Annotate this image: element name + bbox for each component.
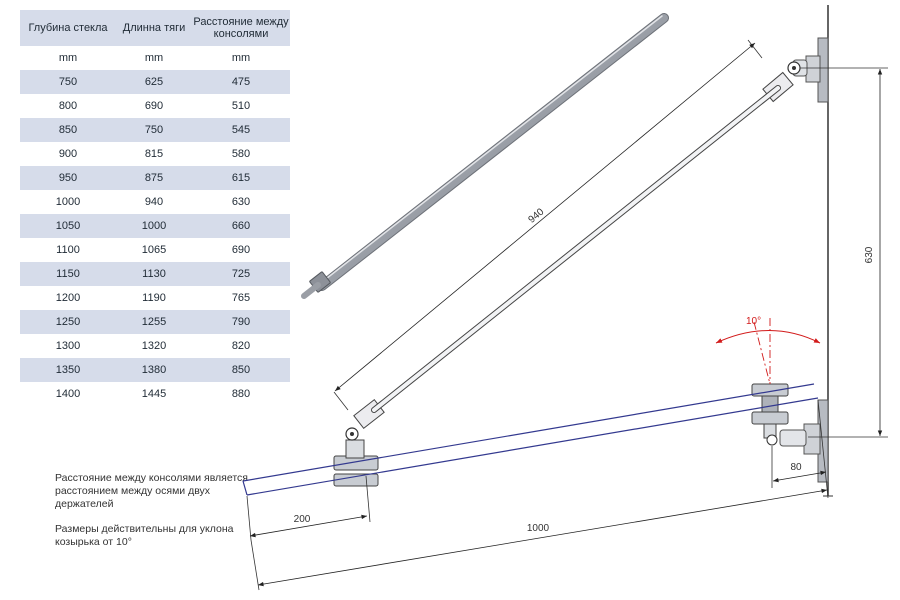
table-cell: 765 bbox=[231, 292, 251, 304]
table-cell: 1445 bbox=[141, 388, 167, 400]
table-cell: 815 bbox=[144, 148, 164, 160]
table-cell: 820 bbox=[231, 340, 251, 352]
table-cell: 850 bbox=[20, 118, 116, 142]
table-cell: 1150 bbox=[20, 262, 116, 286]
table-cell: 1130 bbox=[116, 262, 192, 286]
dimension-label-1000: 1000 bbox=[527, 523, 550, 534]
note-slope-validity: Размеры действительны для уклона козырьк… bbox=[55, 523, 234, 548]
table-cell: 510 bbox=[231, 100, 251, 112]
table-row: 800 690 510 bbox=[20, 94, 290, 118]
table-cell: 1250 bbox=[20, 310, 116, 334]
table-cell: 950 bbox=[20, 166, 116, 190]
lower-wall-bracket bbox=[779, 399, 829, 483]
table-cell: 940 bbox=[144, 196, 164, 208]
table-cell: 750 bbox=[20, 70, 116, 94]
table-cell: 1050 bbox=[20, 214, 116, 238]
table-cell: 850 bbox=[192, 358, 290, 382]
table-cell: 750 bbox=[116, 118, 192, 142]
dimension-label-80: 80 bbox=[790, 462, 802, 473]
table-cell: 1000 bbox=[55, 196, 81, 208]
table-cell: 475 bbox=[192, 70, 290, 94]
glass-pane bbox=[242, 383, 819, 496]
unit-cell: mm bbox=[144, 52, 164, 64]
note-console-distance: Расстояние между консолями является расс… bbox=[55, 472, 248, 510]
threaded-rod bbox=[301, 13, 669, 299]
table-cell: 1380 bbox=[116, 358, 192, 382]
dimension-vertical: 630 bbox=[800, 67, 888, 438]
table-cell: 545 bbox=[192, 118, 290, 142]
spec-table: Глубина стекла Длинна тяги Расстояние ме… bbox=[20, 10, 290, 406]
table-row: 900 815 580 bbox=[20, 142, 290, 166]
unit-cell: mm bbox=[231, 52, 251, 64]
table-cell: 660 bbox=[192, 214, 290, 238]
table-cell: 1255 bbox=[116, 310, 192, 334]
header-console-distance: Расстояние между консолями bbox=[192, 10, 290, 46]
table-cell: 1065 bbox=[141, 244, 167, 256]
dimension-label-200: 200 bbox=[294, 514, 311, 525]
table-cell: 790 bbox=[192, 310, 290, 334]
table-cell: 875 bbox=[116, 166, 192, 190]
table-cell: 1400 bbox=[55, 388, 81, 400]
header-rod-length: Длинна тяги bbox=[116, 10, 192, 46]
table-row: 1300 1320 820 bbox=[20, 334, 290, 358]
dimension-offset-right: 80 bbox=[771, 446, 827, 488]
units-row: mm mm mm bbox=[20, 46, 290, 70]
table-cell: 900 bbox=[58, 148, 78, 160]
right-glass-holder bbox=[751, 383, 789, 446]
table-cell: 880 bbox=[231, 388, 251, 400]
table-cell: 580 bbox=[231, 148, 251, 160]
upper-wall-bracket bbox=[762, 37, 829, 103]
table-cell: 800 bbox=[58, 100, 78, 112]
table-cell: 725 bbox=[192, 262, 290, 286]
table-cell: 1190 bbox=[142, 292, 166, 304]
table-row: 1000 940 630 bbox=[20, 190, 290, 214]
table-cell: 1200 bbox=[55, 292, 81, 304]
angle-marker: 10° bbox=[715, 316, 821, 385]
table-cell: 690 bbox=[231, 244, 251, 256]
table-cell: 630 bbox=[231, 196, 251, 208]
tension-rod bbox=[371, 85, 781, 413]
table-header-row: Глубина стекла Длинна тяги Расстояние ме… bbox=[20, 10, 290, 46]
angle-label: 10° bbox=[746, 316, 761, 327]
dimension-label-vertical: 630 bbox=[864, 246, 875, 263]
notes: Расстояние между консолями является расс… bbox=[55, 472, 255, 561]
table-cell: 1350 bbox=[20, 358, 116, 382]
table-cell: 615 bbox=[192, 166, 290, 190]
table-row: 1200 1190 765 bbox=[20, 286, 290, 310]
table-cell: 1320 bbox=[141, 340, 167, 352]
table-cell: 1000 bbox=[116, 214, 192, 238]
table-row: 1400 1445 880 bbox=[20, 382, 290, 406]
table-cell: 1300 bbox=[55, 340, 81, 352]
table-row: 1100 1065 690 bbox=[20, 238, 290, 262]
dimension-label-rod: 940 bbox=[526, 206, 546, 225]
dimension-glass-depth: 1000 bbox=[250, 399, 829, 591]
unit-cell: mm bbox=[58, 52, 78, 64]
table-cell: 1100 bbox=[56, 244, 80, 256]
header-glass-depth: Глубина стекла bbox=[20, 10, 116, 46]
table-cell: 625 bbox=[116, 70, 192, 94]
table-cell: 690 bbox=[144, 100, 164, 112]
